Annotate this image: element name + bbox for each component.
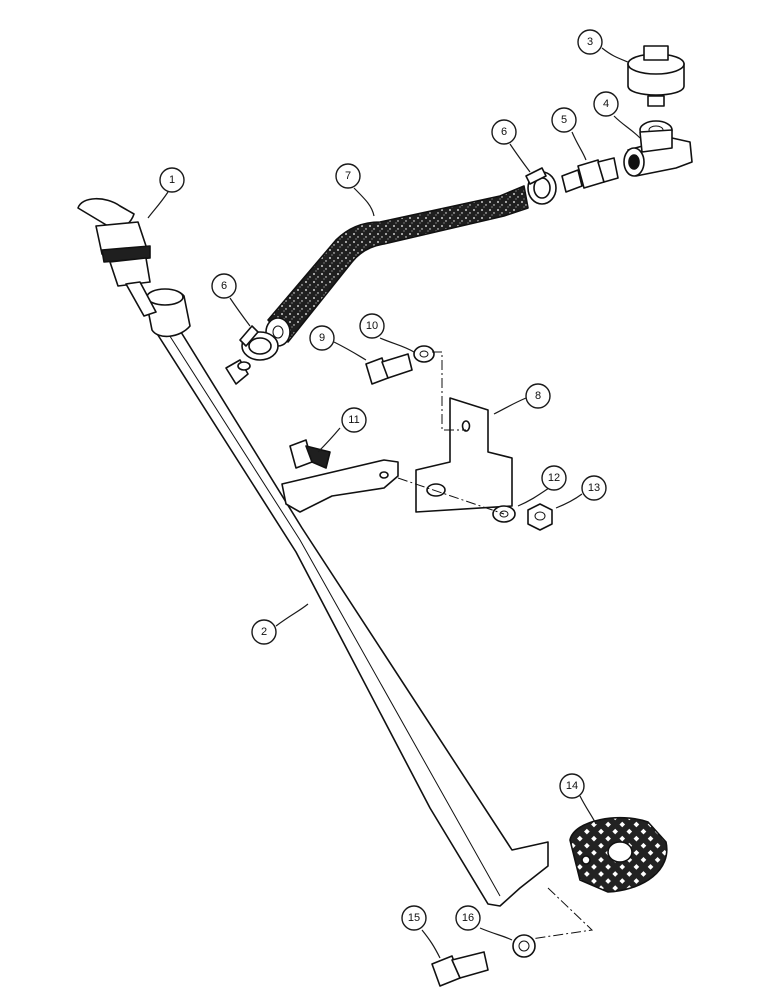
- callout: 12: [541, 465, 567, 491]
- bolt-mid: [289, 439, 331, 469]
- bolt-lower: [431, 951, 489, 987]
- dipstick: [77, 197, 157, 317]
- callout: 5: [551, 107, 577, 133]
- callout-label: 1: [169, 174, 175, 186]
- bolt-upper: [365, 353, 413, 385]
- callout: 3: [577, 29, 603, 55]
- callout: 13: [581, 475, 607, 501]
- callout: 6: [211, 273, 237, 299]
- callout: 8: [525, 383, 551, 409]
- callout: 9: [309, 325, 335, 351]
- nut-mid: [527, 503, 553, 531]
- callout-label: 10: [366, 320, 378, 332]
- mounting-bracket: [415, 397, 513, 513]
- callout-label: 14: [566, 780, 578, 792]
- callout: 14: [559, 773, 585, 799]
- hose: [265, 185, 529, 347]
- callout-label: 2: [261, 626, 267, 638]
- dipstick-tube: [145, 288, 549, 907]
- callout-label: 4: [603, 98, 609, 110]
- callout: 16: [455, 905, 481, 931]
- callout-label: 5: [561, 114, 567, 126]
- callout: 1: [159, 167, 185, 193]
- callout: 11: [341, 407, 367, 433]
- callout: 15: [401, 905, 427, 931]
- callout-label: 6: [501, 126, 507, 138]
- callout: 4: [593, 91, 619, 117]
- washer-upper: [413, 345, 435, 363]
- tube-bracket: [281, 459, 399, 513]
- callout: 7: [335, 163, 361, 189]
- callout-label: 6: [221, 280, 227, 292]
- leader-lines: [147, 47, 641, 959]
- washer-lower: [512, 934, 536, 958]
- callout-label: 13: [588, 482, 600, 494]
- callout-label: 8: [535, 390, 541, 402]
- gasket: [569, 816, 668, 893]
- callout: 10: [359, 313, 385, 339]
- callout-label: 16: [462, 912, 474, 924]
- callout-label: 12: [548, 472, 560, 484]
- callout: 2: [251, 619, 277, 645]
- hose-clip-upper: [525, 167, 557, 205]
- adaptor: [561, 157, 619, 193]
- assembly-lines: [397, 351, 594, 941]
- tee-fitting: [623, 120, 693, 177]
- callout: 6: [491, 119, 517, 145]
- callout-label: 7: [345, 170, 351, 182]
- callout-label: 3: [587, 36, 593, 48]
- callout-label: 15: [408, 912, 420, 924]
- callout-label: 9: [319, 332, 325, 344]
- callout-label: 11: [348, 414, 359, 426]
- hose-clip-lower: [239, 325, 279, 361]
- breather-cap: [627, 45, 685, 107]
